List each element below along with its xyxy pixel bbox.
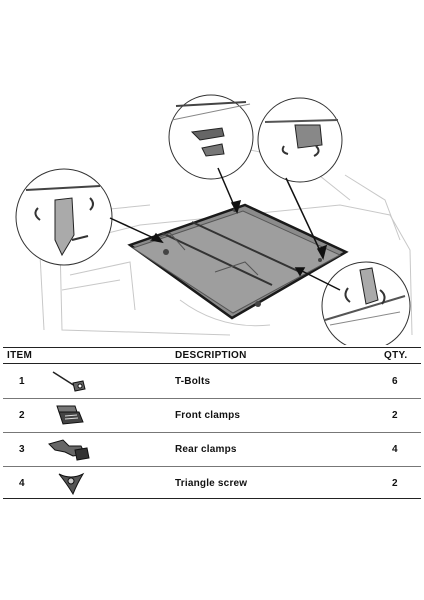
t-bolt-icon xyxy=(52,371,86,392)
tonneau-cover-installation-diagram xyxy=(15,94,413,345)
parts-table: ITEM DESCRIPTION QTY. 1 T-Bolts 6 2 Fron… xyxy=(3,347,421,499)
detail-circle-left xyxy=(15,168,113,266)
item-number: 1 xyxy=(19,376,25,387)
truck-outline xyxy=(39,149,413,336)
item-quantity: 6 xyxy=(392,376,398,387)
detail-circle-top-center xyxy=(168,94,254,180)
table-row: 3 Rear clamps 4 xyxy=(3,433,421,467)
table-row: 4 Triangle screw 2 xyxy=(3,467,421,500)
item-quantity: 4 xyxy=(392,444,398,455)
tonneau-cover-panel xyxy=(127,203,349,320)
item-quantity: 2 xyxy=(392,478,398,489)
detail-circle-top-right xyxy=(257,97,343,183)
table-row: 1 T-Bolts 6 xyxy=(3,365,421,399)
item-description: Front clamps xyxy=(175,410,241,421)
item-description: Rear clamps xyxy=(175,444,237,455)
rear-clamp-icon xyxy=(48,439,90,461)
description-column-header: DESCRIPTION xyxy=(175,350,247,361)
detail-circle-bottom-right xyxy=(321,261,411,345)
item-number: 2 xyxy=(19,410,25,421)
item-number: 3 xyxy=(19,444,25,455)
table-header: ITEM DESCRIPTION QTY. xyxy=(3,348,421,364)
leader-arrows xyxy=(109,167,341,291)
item-description: Triangle screw xyxy=(175,478,248,489)
item-column-header: ITEM xyxy=(7,350,33,361)
item-quantity: 2 xyxy=(392,410,398,421)
item-number: 4 xyxy=(19,478,25,489)
front-clamp-icon xyxy=(56,405,84,425)
table-row: 2 Front clamps 2 xyxy=(3,399,421,433)
qty-column-header: QTY. xyxy=(384,350,408,361)
item-description: T-Bolts xyxy=(175,376,211,387)
triangle-screw-icon xyxy=(58,472,85,496)
